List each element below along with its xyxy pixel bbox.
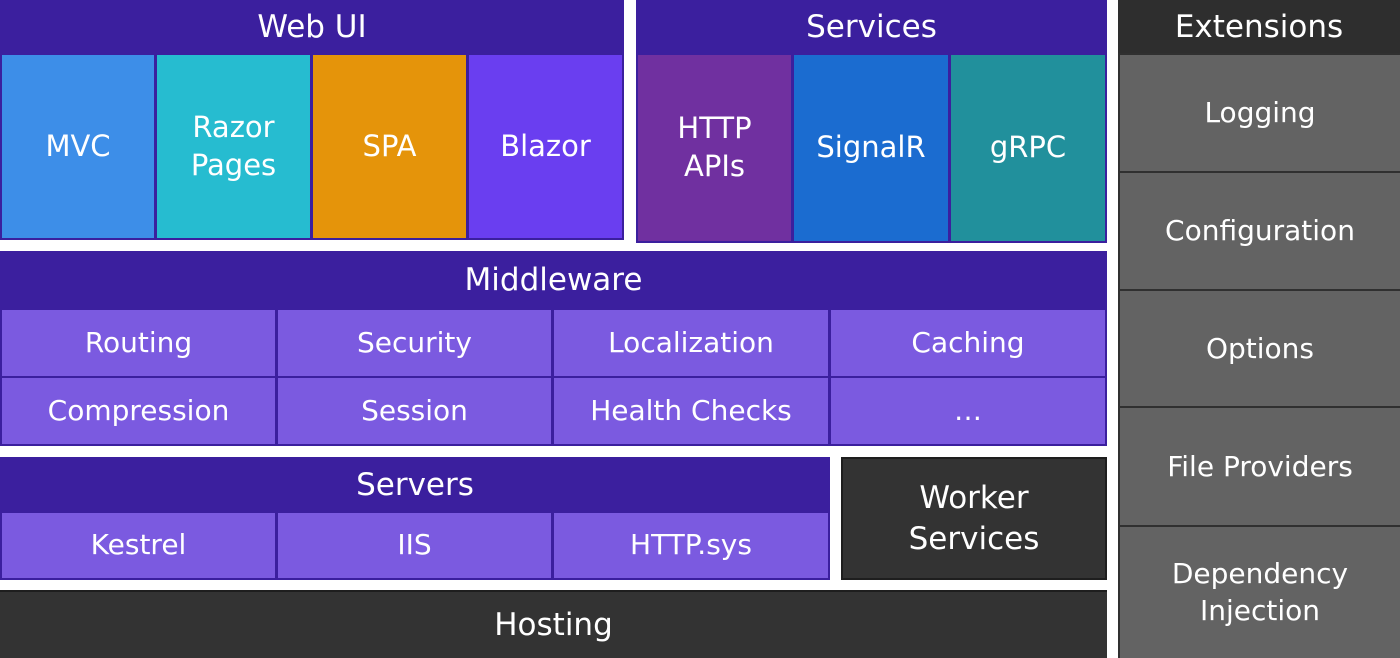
web-ui-header: Web UI xyxy=(0,0,624,55)
extensions-options: Options xyxy=(1118,289,1400,408)
services-header: Services xyxy=(636,0,1107,55)
middleware-session: Session xyxy=(276,376,553,446)
web-ui-mvc: MVC xyxy=(0,53,156,240)
extensions-dependency-injection: Dependency Injection xyxy=(1118,525,1400,658)
services-signalr: SignalR xyxy=(792,53,950,243)
services-grpc: gRPC xyxy=(949,53,1107,243)
web-ui-spa: SPA xyxy=(311,53,468,240)
web-ui-blazor: Blazor xyxy=(467,53,624,240)
hosting: Hosting xyxy=(0,590,1107,658)
middleware-localization: Localization xyxy=(552,308,830,378)
services-http-apis: HTTP APIs xyxy=(636,53,793,243)
extensions-logging: Logging xyxy=(1118,53,1400,172)
middleware-header: Middleware xyxy=(0,251,1107,310)
extensions-header: Extensions xyxy=(1118,0,1400,55)
middleware-caching: Caching xyxy=(829,308,1107,378)
servers-header: Servers xyxy=(0,457,830,513)
middleware-more: … xyxy=(829,376,1107,446)
middleware-routing: Routing xyxy=(0,308,277,378)
web-ui-razor-pages: Razor Pages xyxy=(155,53,312,240)
middleware-security: Security xyxy=(276,308,553,378)
extensions-file-providers: File Providers xyxy=(1118,406,1400,526)
servers-kestrel: Kestrel xyxy=(0,511,277,580)
extensions-configuration: Configuration xyxy=(1118,171,1400,290)
middleware-health-checks: Health Checks xyxy=(552,376,830,446)
worker-services: Worker Services xyxy=(841,457,1107,580)
middleware-compression: Compression xyxy=(0,376,277,446)
servers-iis: IIS xyxy=(276,511,553,580)
servers-http-sys: HTTP.sys xyxy=(552,511,830,580)
